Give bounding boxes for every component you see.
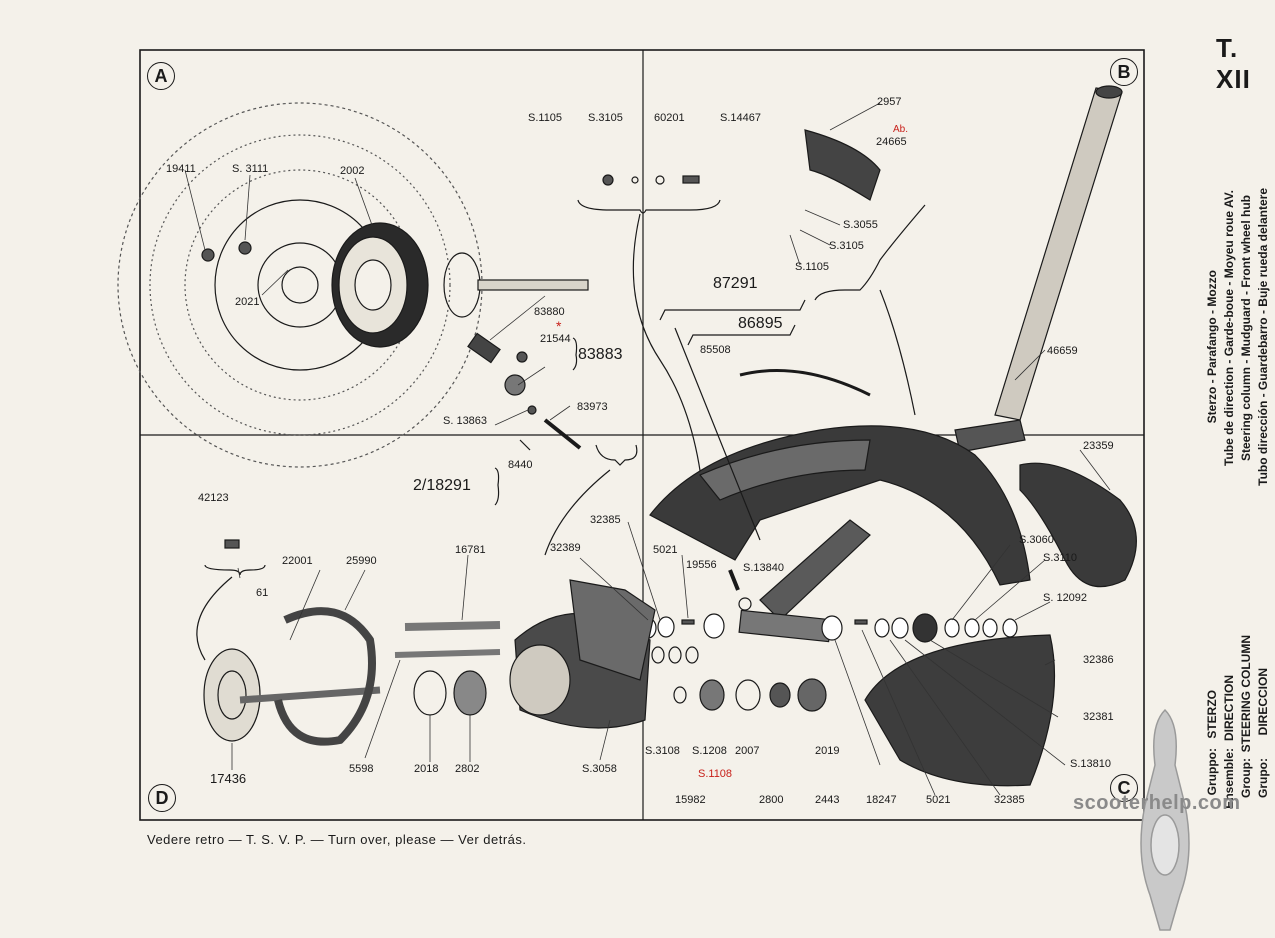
part-label: S.1105 <box>795 261 830 273</box>
fork-cover <box>864 634 1056 787</box>
part-label: S.1208 <box>692 745 727 757</box>
part-label: 5598 <box>349 763 374 775</box>
part-label: 19556 <box>686 559 717 571</box>
bolt-83880 <box>467 332 501 364</box>
plate-number: T. XII <box>1216 33 1251 94</box>
part-label: S.3105 <box>588 112 623 124</box>
hub-drum <box>331 222 429 348</box>
part-label: 22001 <box>282 555 313 567</box>
part-label: 86895 <box>738 315 783 332</box>
part-label: 15982 <box>675 794 706 806</box>
group-label: Group: <box>1239 758 1253 798</box>
part-label: S.3055 <box>843 219 878 231</box>
part-label: S.3060 <box>1019 534 1054 546</box>
footer-note: Vedere retro — T. S. V. P. — Turn over, … <box>147 832 527 847</box>
part-marker-star: * <box>556 318 562 334</box>
group-value: STEERING COLUMN <box>1239 635 1253 753</box>
part-label: 87291 <box>713 275 758 292</box>
part-label: 2957 <box>877 96 902 108</box>
scooter-watermark-icon <box>1140 708 1190 931</box>
quadrant-c-marker: C <box>1110 774 1138 802</box>
part-label: 5021 <box>926 794 951 806</box>
watermark-text: scooterhelp.com <box>1073 792 1241 814</box>
part-label: S.1108 <box>698 768 733 780</box>
part-label: 83883 <box>578 346 623 363</box>
part-label: 17436 <box>210 771 247 786</box>
part-label: 61 <box>256 587 269 599</box>
part-label: 32381 <box>1083 711 1114 723</box>
part-label: 2800 <box>759 794 784 806</box>
spacer-row <box>639 613 1018 643</box>
part-label: 21544 <box>540 333 571 345</box>
part-label: S.13840 <box>743 562 784 574</box>
part-label: 85508 <box>700 344 731 356</box>
brake-shoes <box>274 607 376 746</box>
steering-column-tube <box>954 85 1123 453</box>
part-label: 18247 <box>866 794 897 806</box>
part-label: 2802 <box>455 763 480 775</box>
part-label: 2018 <box>414 763 439 775</box>
part-label: S.3108 <box>645 745 680 757</box>
quadrant-d-marker: D <box>148 784 176 812</box>
part-label: 83880 <box>534 306 565 318</box>
part-label: 32385 <box>590 514 621 526</box>
quadrant-a-marker: A <box>147 62 175 90</box>
group-value: DIRECTION <box>1222 675 1236 741</box>
part-label: 8440 <box>508 459 533 471</box>
part-label: 2443 <box>815 794 840 806</box>
part-label: S. 3111 <box>232 163 269 175</box>
part-label: S.13810 <box>1070 758 1111 770</box>
part-label: 23359 <box>1083 440 1114 452</box>
part-label: S.3058 <box>582 763 617 775</box>
part-label: 2007 <box>735 745 760 757</box>
part-label: 42123 <box>198 492 229 504</box>
part-label: S.1105 <box>528 112 563 124</box>
part-label: S.3110 <box>1043 552 1078 564</box>
group-value: STERZO <box>1205 690 1219 739</box>
part-label: 25990 <box>346 555 377 567</box>
part-label: 2021 <box>235 296 260 308</box>
part-label: S. 13863 <box>443 415 488 427</box>
side-title: Sterzo - Parafango - Mozzo <box>1205 270 1219 424</box>
brake-backplate <box>203 648 381 742</box>
side-title: Tubo dirección - Guardebarro - Buje rued… <box>1256 188 1270 486</box>
part-label: Ab. <box>893 124 909 135</box>
flange-axle <box>443 252 589 318</box>
part-label: 32385 <box>994 794 1025 806</box>
part-label: 16781 <box>455 544 486 556</box>
part-label: 32386 <box>1083 654 1114 666</box>
group-value: DIRECCION <box>1256 668 1270 736</box>
wheel-hub-body <box>509 579 656 729</box>
side-title: Tube de direction - Garde-boue - Moyeu r… <box>1222 190 1236 467</box>
part-label: 2019 <box>815 745 840 757</box>
part-label: 32389 <box>550 542 581 554</box>
part-label: S.3105 <box>829 240 864 252</box>
quadrant-b-marker: B <box>1110 58 1138 86</box>
fork-arm <box>738 519 871 643</box>
side-title: Steering column - Mudguard - Front wheel… <box>1239 195 1253 461</box>
part-label: S.14467 <box>720 112 761 124</box>
mudguard <box>649 425 1031 586</box>
part-label: S. 12092 <box>1043 592 1088 604</box>
part-label: 24665 <box>876 136 907 148</box>
part-label: 46659 <box>1047 345 1078 357</box>
part-label: 2/18291 <box>413 477 471 494</box>
part-label: 83973 <box>577 401 608 413</box>
group-label: Gruppo: <box>1205 748 1219 796</box>
part-label: 5021 <box>653 544 678 556</box>
part-label: 60201 <box>654 112 685 124</box>
group-label: Grupo: <box>1256 758 1270 798</box>
part-label: 2002 <box>340 165 365 177</box>
part-label: 19411 <box>166 163 196 175</box>
fork-link-23359 <box>1019 462 1137 588</box>
